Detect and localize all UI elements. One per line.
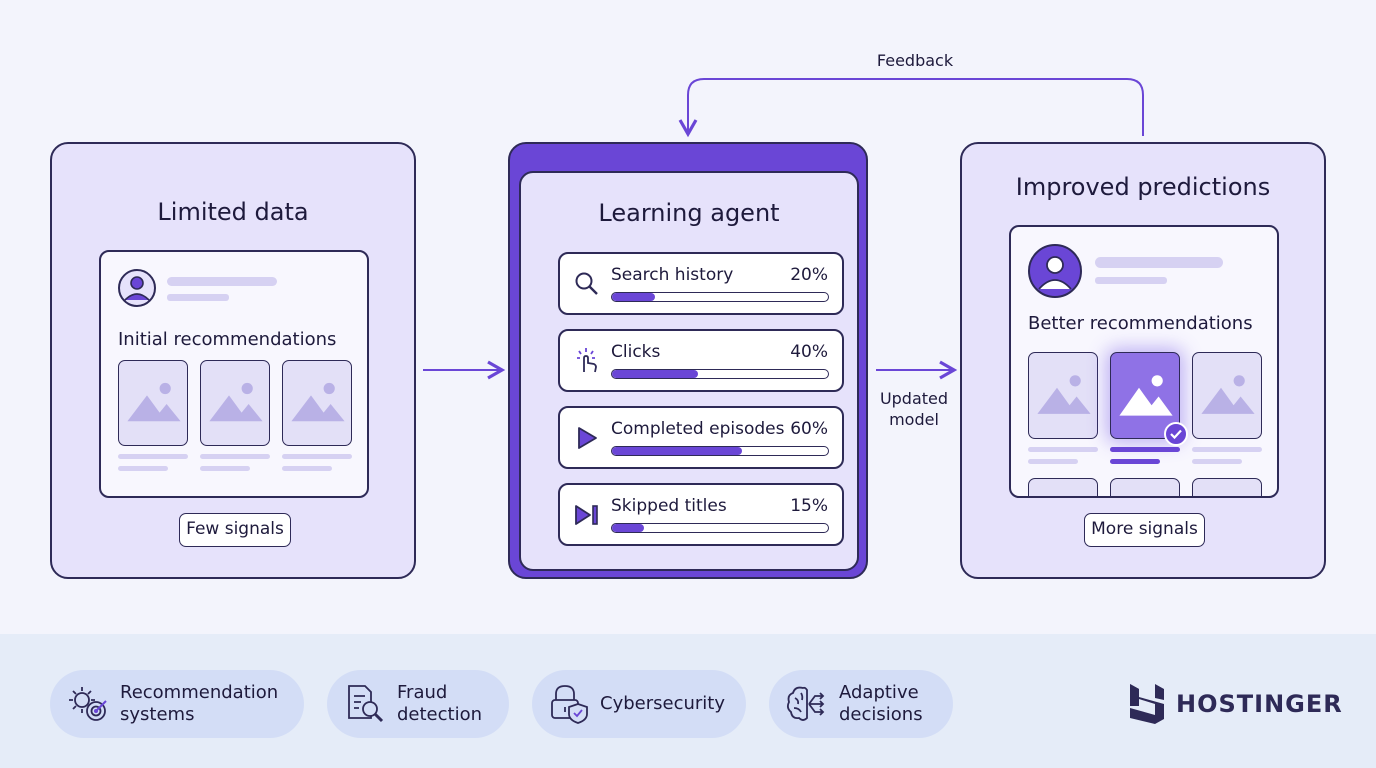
metric-progress-track: [611, 292, 829, 302]
panel-title: Learning agent: [598, 199, 780, 227]
card-title: Initial recommendations: [118, 329, 337, 350]
subtitle-placeholder: [167, 294, 229, 301]
brain-arrows-icon: [786, 686, 825, 721]
panel-title: Improved predictions: [1015, 173, 1271, 201]
caption-placeholder: [282, 454, 352, 459]
hostinger-logo-icon: [1130, 684, 1164, 724]
initial-recommendations-card: Initial recommendations: [99, 250, 369, 498]
metric-percent: 20%: [790, 265, 828, 285]
search-icon: [572, 269, 602, 299]
gear-target-icon: [69, 687, 107, 721]
thumbnail: [1192, 478, 1262, 496]
name-placeholder: [1095, 257, 1223, 268]
metric-skipped-titles: Skipped titles 15%: [558, 483, 844, 546]
thumbnail: [1192, 352, 1262, 439]
limited-data-panel: Limited data Initial recommendations Few…: [50, 142, 416, 579]
panel-title: Limited data: [157, 198, 309, 226]
caption-placeholder: [118, 466, 169, 471]
metric-progress-fill: [612, 370, 699, 378]
metric-percent: 15%: [790, 496, 828, 516]
metric-clicks: Clicks 40%: [558, 329, 844, 392]
caption-placeholder: [1028, 447, 1098, 452]
metric-label: Search history: [611, 265, 734, 285]
use-case-label: Cybersecurity: [600, 693, 725, 714]
feedback-arrow: [678, 78, 1144, 138]
metric-progress-fill: [612, 293, 656, 301]
caption-placeholder: [282, 466, 333, 471]
metric-label: Skipped titles: [611, 496, 727, 516]
caption-placeholder: [1192, 459, 1243, 464]
thumbnail: [1028, 478, 1098, 496]
learning-agent-panel: Learning agent Search history 20% Clicks 40…: [508, 142, 868, 579]
caption-placeholder: [200, 466, 251, 471]
metric-progress-fill: [612, 524, 645, 532]
metric-label: Clicks: [611, 342, 661, 362]
updated-model-line-2: model: [889, 410, 939, 429]
metric-progress-track: [611, 446, 829, 456]
caption-placeholder: [1028, 459, 1079, 464]
caption-placeholder: [1110, 459, 1161, 464]
few-signals-chip: Few signals: [179, 513, 291, 547]
more-signals-chip: More signals: [1084, 513, 1205, 547]
brand-name: HOSTINGER: [1176, 690, 1343, 718]
document-search-icon: [348, 685, 384, 723]
metric-percent: 40%: [790, 342, 828, 362]
metric-label: Completed episodes: [611, 419, 785, 439]
skip-forward-icon: [572, 500, 602, 530]
card-title: Better recommendations: [1028, 313, 1253, 334]
metric-progress-track: [611, 523, 829, 533]
feedback-label: Feedback: [876, 51, 954, 70]
avatar: [1028, 244, 1082, 298]
metric-percent: 60%: [790, 419, 828, 439]
subtitle-placeholder: [1095, 277, 1167, 284]
caption-placeholder: [1192, 447, 1262, 452]
learning-agent-inner: Learning agent Search history 20% Clicks 40…: [519, 171, 859, 571]
metric-search-history: Search history 20%: [558, 252, 844, 315]
caption-placeholder: [1110, 447, 1180, 452]
connector-layer: [423, 78, 1144, 380]
metric-progress-fill: [612, 447, 742, 455]
improved-predictions-panel: Improved predictions Better recommendati…: [960, 142, 1326, 579]
thumbnail: [1110, 352, 1180, 439]
avatar: [118, 269, 156, 307]
updated-model-label: Updated model: [862, 388, 966, 430]
thumbnail: [118, 360, 188, 446]
caption-placeholder: [200, 454, 270, 459]
name-placeholder: [167, 277, 277, 286]
use-case-cybersecurity: Cybersecurity: [532, 670, 746, 738]
metric-progress-track: [611, 369, 829, 379]
selected-check-icon: [1163, 421, 1189, 447]
click-pointer-icon: [572, 346, 602, 376]
thumbnail: [1110, 478, 1180, 496]
thumbnail: [1028, 352, 1098, 439]
caption-placeholder: [118, 454, 188, 459]
thumbnail: [200, 360, 270, 446]
thumbnail: [282, 360, 352, 446]
updated-model-line-1: Updated: [879, 389, 949, 408]
play-icon: [572, 423, 602, 453]
better-recommendations-card: Better recommendations: [1009, 225, 1279, 498]
lock-shield-icon: [551, 685, 588, 724]
